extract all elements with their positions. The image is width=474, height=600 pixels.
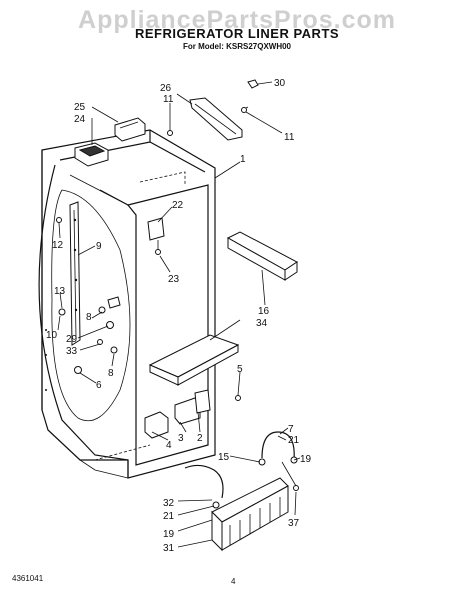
callout-10: 10 (46, 330, 58, 341)
watermark-text: AppliancePartsPros.com (78, 6, 396, 34)
callout-2: 2 (197, 433, 203, 444)
callout-9: 9 (96, 241, 102, 252)
refrigerator-liner (38, 129, 216, 479)
callout-labels: 25 24 26 11 30 11 1 22 23 16 34 12 9 13 … (46, 78, 312, 554)
callout-8-upper: 8 (86, 312, 92, 323)
callout-11-top: 11 (163, 94, 174, 105)
callout-13: 13 (54, 286, 66, 297)
callout-3: 3 (178, 433, 184, 444)
callout-12: 12 (52, 240, 64, 251)
callout-37: 37 (288, 518, 300, 529)
page-number: 4 (231, 577, 236, 586)
document-number: 4361041 (12, 574, 44, 583)
shelf-rail (69, 201, 81, 346)
callout-15: 15 (218, 452, 230, 463)
callout-21-right: 21 (288, 435, 300, 446)
callout-30: 30 (274, 78, 286, 89)
water-reservoir (211, 477, 289, 552)
top-trim (167, 79, 259, 141)
callout-26: 26 (160, 83, 172, 94)
callout-25: 25 (74, 102, 86, 113)
callout-21-left: 21 (163, 511, 175, 522)
callout-19-right: 19 (300, 454, 312, 465)
water-tubing (184, 431, 299, 509)
callout-11-right: 11 (284, 132, 295, 143)
callout-29: 29 (66, 334, 78, 345)
callout-16: 16 (258, 306, 270, 317)
callout-22: 22 (172, 200, 184, 211)
callout-23: 23 (168, 274, 180, 285)
model-number: For Model: KSRS27QXWH00 (182, 42, 291, 51)
diagram-title: REFRIGERATOR LINER PARTS (134, 26, 340, 41)
callout-31: 31 (163, 543, 175, 554)
callout-34: 34 (256, 318, 268, 329)
callout-8-lower: 8 (108, 368, 114, 379)
left-hardware (56, 217, 121, 374)
crisper-cover (148, 334, 240, 386)
callout-33: 33 (66, 346, 78, 357)
callout-24: 24 (74, 114, 86, 125)
callout-5: 5 (237, 364, 243, 375)
shelf-support (226, 231, 298, 281)
callout-4: 4 (166, 440, 172, 451)
callout-7: 7 (288, 424, 294, 435)
callout-6: 6 (96, 380, 102, 391)
callout-32: 32 (163, 498, 175, 509)
leader-lines (57, 81, 301, 548)
bracket (147, 217, 165, 255)
bottom-components (144, 389, 241, 439)
callout-1: 1 (240, 154, 246, 165)
control-housing (74, 117, 146, 167)
callout-19-left: 19 (163, 529, 175, 540)
